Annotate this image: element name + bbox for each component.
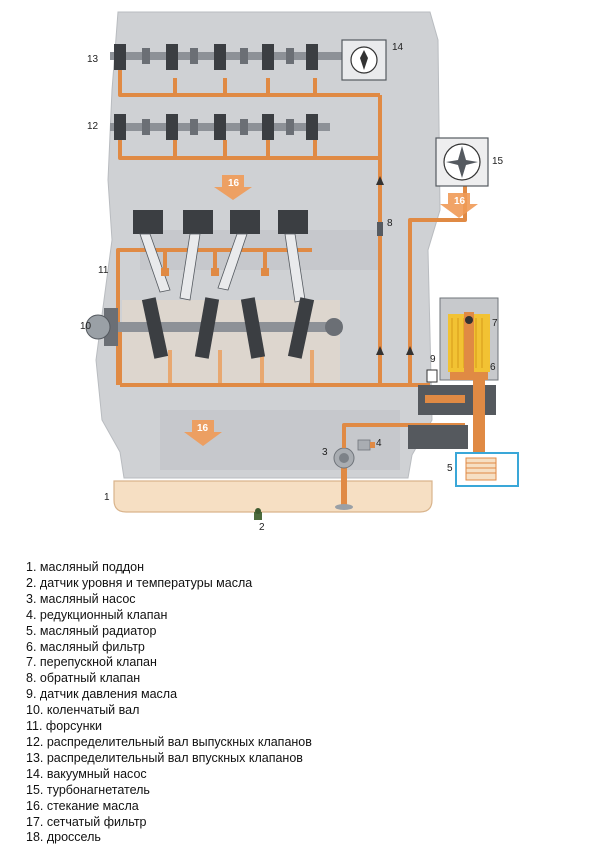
callout-4: 4 xyxy=(376,438,382,449)
pressure-relief-valve xyxy=(357,439,375,451)
legend-item: 17. сетчатый фильтр xyxy=(26,814,147,829)
oil-pressure-sensor xyxy=(426,369,438,383)
callout-15: 15 xyxy=(492,156,504,167)
legend-item: 10. коленчатый вал xyxy=(26,703,140,718)
check-valve xyxy=(377,222,383,236)
pistons xyxy=(133,210,308,234)
callout-12: 12 xyxy=(87,121,99,132)
vacuum-pump xyxy=(341,39,387,81)
oil-gallery-fill xyxy=(122,300,340,383)
legend-item: 3. масляный насос xyxy=(26,591,136,606)
oil-level-sensor xyxy=(254,508,262,520)
exhaust-camshaft xyxy=(110,114,330,140)
legend-item: 15. турбонагнетатель xyxy=(26,782,150,797)
flow-arrows xyxy=(376,176,414,355)
oil-pump xyxy=(333,447,355,469)
callout-2: 2 xyxy=(259,522,265,533)
callout-3: 3 xyxy=(322,447,328,458)
legend-item: 11. форсунки xyxy=(26,719,102,734)
drain-arrow-crank xyxy=(184,420,222,446)
legend-item: 18. дроссель xyxy=(26,830,101,845)
legend-item: 8. обратный клапан xyxy=(26,671,141,686)
callout-14: 14 xyxy=(392,42,404,53)
legend-item: 4. редукционный клапан xyxy=(26,607,168,622)
drain-arrow-turbo xyxy=(440,193,478,218)
callout-8: 8 xyxy=(387,218,393,229)
callout-16-crank: 16 xyxy=(197,423,209,434)
legend-item: 7. перепускной клапан xyxy=(26,655,157,670)
callout-16-turbo: 16 xyxy=(454,196,466,207)
legend-item: 2. датчик уровня и температуры масла xyxy=(26,575,253,590)
legend-list: 1. масляный поддон 2. датчик уровня и те… xyxy=(26,560,312,846)
filter-bracket xyxy=(408,380,496,452)
callout-9: 9 xyxy=(430,354,436,365)
callout-1: 1 xyxy=(104,492,110,503)
legend-item: 16. стекание масла xyxy=(26,798,139,813)
lubrication-diagram: 1 2 3 4 5 6 7 8 9 10 11 12 13 14 15 16 1… xyxy=(80,11,519,533)
connecting-rods xyxy=(139,233,306,303)
oil-jets xyxy=(161,268,269,276)
callout-10: 10 xyxy=(80,321,92,332)
bypass-valve xyxy=(465,316,473,324)
oil-pickup-tube xyxy=(341,462,347,506)
drain-arrow-cam xyxy=(214,175,252,200)
legend-item: 13. распределительный вал впускных клапа… xyxy=(26,750,303,765)
intake-camshaft xyxy=(110,44,345,70)
callout-16-cam: 16 xyxy=(228,178,240,189)
legend-item: 12. распределительный вал выпускных клап… xyxy=(26,734,312,749)
callout-11: 11 xyxy=(98,265,109,276)
callout-6: 6 xyxy=(490,362,496,373)
callout-13: 13 xyxy=(87,54,99,65)
callout-5: 5 xyxy=(447,463,453,474)
legend-item: 5. масляный радиатор xyxy=(26,623,157,638)
legend-item: 6. масляный фильтр xyxy=(26,639,145,654)
turbocharger xyxy=(435,137,489,187)
callout-7: 7 xyxy=(492,318,498,329)
oil-sump xyxy=(113,480,433,513)
engine-shadow xyxy=(140,230,400,470)
oil-cooler xyxy=(455,452,519,487)
crankshaft xyxy=(85,297,343,359)
legend-item: 1. масляный поддон xyxy=(26,560,144,574)
legend-item: 9. датчик давления масла xyxy=(26,687,178,702)
legend-item: 14. вакуумный насос xyxy=(26,766,147,781)
